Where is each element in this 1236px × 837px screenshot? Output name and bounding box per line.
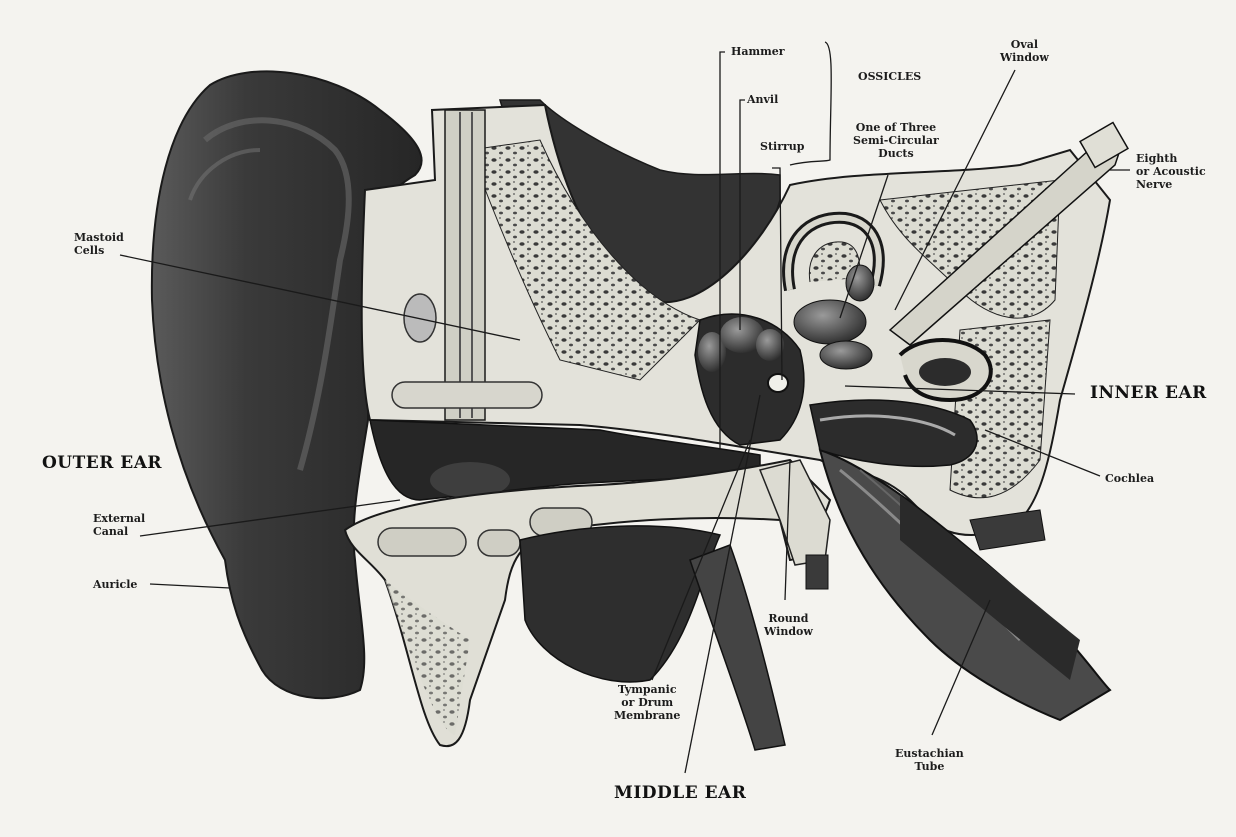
label-mastoid-cells: Mastoid Cells: [74, 231, 124, 257]
label-hammer: Hammer: [731, 45, 785, 58]
label-cochlea: Cochlea: [1105, 472, 1154, 485]
middle-ear-title: MIDDLE EAR: [614, 783, 746, 803]
outer-ear-title: OUTER EAR: [42, 453, 162, 473]
label-oval-window: Oval Window: [1000, 38, 1049, 64]
label-semi-circular-ducts: One of Three Semi-Circular Ducts: [853, 121, 939, 160]
label-eighth-nerve: Eighth or Acoustic Nerve: [1136, 152, 1206, 191]
label-eustachian-tube: Eustachian Tube: [895, 747, 964, 773]
label-stirrup: Stirrup: [760, 140, 804, 153]
label-anvil: Anvil: [747, 93, 778, 106]
label-tympanic-membrane: Tympanic or Drum Membrane: [614, 683, 680, 722]
label-round-window: Round Window: [764, 612, 813, 638]
label-auricle: Auricle: [93, 578, 137, 591]
label-external-canal: External Canal: [93, 512, 145, 538]
label-ossicles: OSSICLES: [858, 70, 921, 83]
inner-ear-title: INNER EAR: [1090, 383, 1207, 403]
